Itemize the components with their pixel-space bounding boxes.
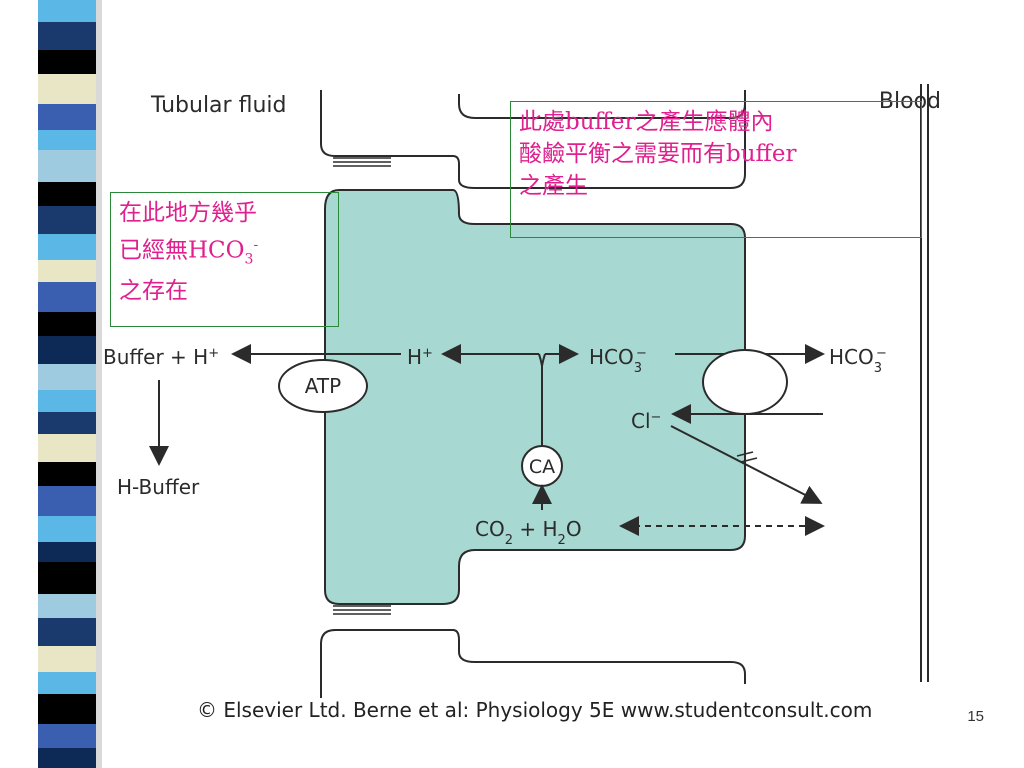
stripe-block	[38, 594, 96, 618]
stripe-block	[38, 390, 96, 412]
label-buffer-h: Buffer + H+	[103, 345, 219, 369]
label-h-plus: H+	[407, 345, 433, 369]
stripe-block	[38, 74, 96, 104]
stripe-block	[38, 724, 96, 748]
stripe-block	[38, 206, 96, 234]
stripe-block	[38, 364, 96, 390]
stripe-block	[38, 646, 96, 672]
annotation-left-line-2: 已經無HCO3-	[119, 237, 259, 268]
label-co2-h2o: CO2 + H2O	[475, 517, 582, 548]
stripe-block	[38, 130, 96, 150]
stripe-block	[38, 748, 96, 768]
stripe-block	[38, 516, 96, 542]
decorative-stripe	[38, 0, 102, 768]
stripe-block	[38, 182, 96, 206]
footer-page-number: 15	[967, 708, 984, 725]
stripe-block	[38, 0, 96, 22]
stripe-block	[38, 260, 96, 282]
tubular-cell	[324, 189, 746, 605]
annotation-left-line-1: 在此地方幾乎	[119, 200, 257, 226]
stripe-block	[38, 22, 96, 50]
annotation-right-line-3: 之產生	[519, 173, 588, 199]
stripe-block	[38, 618, 96, 646]
stripe-edge	[96, 0, 102, 768]
tight-junction-top	[333, 157, 391, 167]
stripe-block	[38, 412, 96, 434]
stripe-block	[38, 150, 96, 182]
branch-from-ca	[538, 353, 546, 452]
stripe-block	[38, 542, 96, 562]
upper-neighbor-cell	[320, 90, 746, 189]
label-hco3-cell: HCO3−	[589, 345, 647, 376]
atp-pump	[278, 359, 368, 413]
label-ca: CA	[529, 456, 555, 478]
label-tubular-fluid: Tubular fluid	[150, 93, 286, 118]
label-hco3-blood: HCO3−	[829, 345, 887, 376]
stripe-block	[38, 562, 96, 594]
label-h-buffer: H-Buffer	[117, 475, 200, 499]
stripe-block	[38, 694, 96, 724]
copyright-line: © Elsevier Ltd. Berne et al: Physiology …	[193, 698, 877, 722]
stripe-block	[38, 234, 96, 260]
stripe-block	[38, 104, 96, 130]
arrow-cl-to-blood	[670, 425, 823, 504]
tight-junction-bottom	[333, 605, 391, 615]
stripe-block	[38, 486, 96, 516]
annotation-right-line-2: 酸鹼平衡之需要而有buffer	[519, 141, 797, 167]
stripe-block	[38, 50, 96, 74]
stripe-block	[38, 462, 96, 486]
annotation-left-line-3: 之存在	[119, 278, 188, 305]
annotation-right-line-1: 此處buffer之產生應體內	[519, 109, 774, 135]
label-atp: ATP	[305, 374, 341, 398]
annotation-left: 在此地方幾乎 已經無HCO3- 之存在	[110, 192, 339, 327]
stripe-block	[38, 282, 96, 312]
stripe-block	[38, 336, 96, 364]
label-cl: Cl−	[631, 409, 661, 433]
stripe-block	[38, 312, 96, 336]
diagram-panel: Tubular fluid Blood Buffer + H+ ATP H-Bu…	[103, 84, 943, 722]
lower-neighbor-cell	[320, 629, 746, 722]
cl-hco3-exchanger	[702, 349, 788, 415]
stripe-block	[38, 672, 96, 694]
annotation-right: 此處buffer之產生應體內 酸鹼平衡之需要而有buffer 之產生	[510, 101, 922, 238]
stripe-block	[38, 434, 96, 462]
